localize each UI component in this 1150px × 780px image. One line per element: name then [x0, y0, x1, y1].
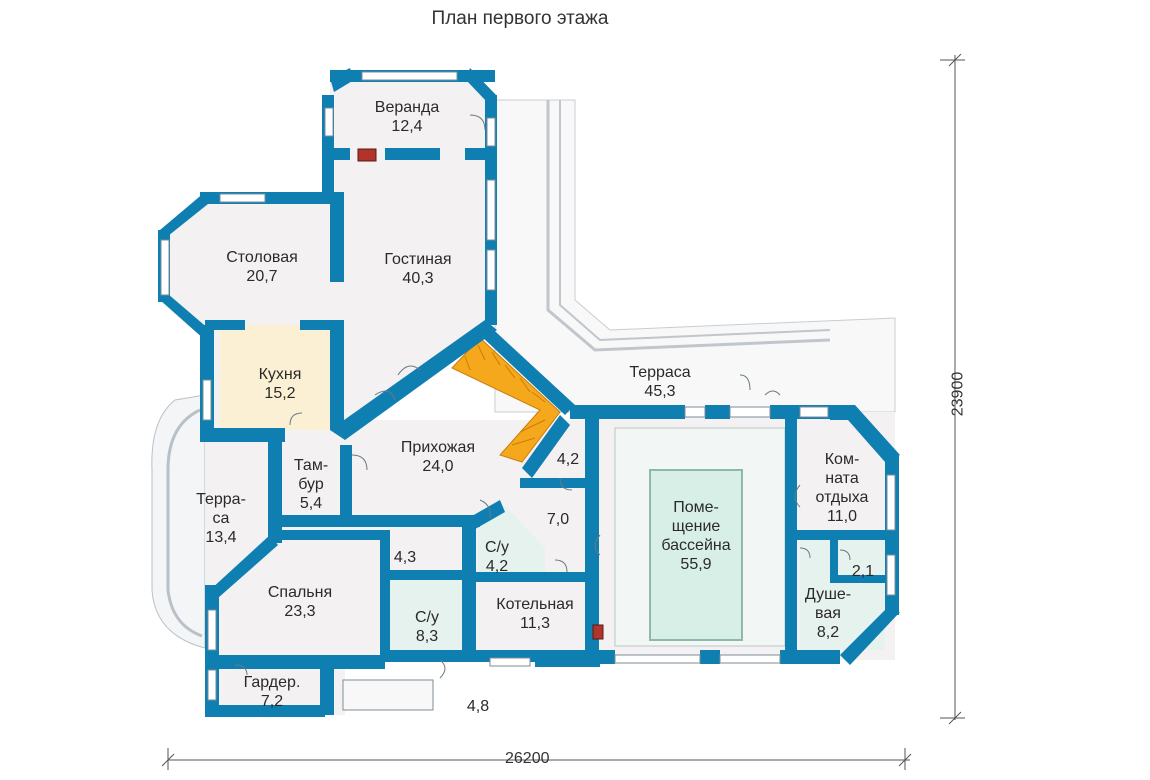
- terrace-deck: [494, 99, 896, 413]
- left-terrace-deck: [151, 394, 206, 649]
- wc1-floor: [478, 505, 545, 575]
- terrace-rail: [546, 100, 831, 352]
- kitchen-floor: [220, 325, 338, 430]
- windows: [160, 71, 896, 711]
- boiler-icon: [592, 624, 604, 640]
- left-terrace-rail: [166, 408, 203, 638]
- pool-water: [649, 469, 743, 641]
- wc2-floor: [390, 578, 465, 656]
- terrace-rail-2: [559, 100, 831, 342]
- dimension-lines: [161, 53, 965, 770]
- doors: [234, 114, 851, 679]
- fireplace-icon: [357, 148, 377, 162]
